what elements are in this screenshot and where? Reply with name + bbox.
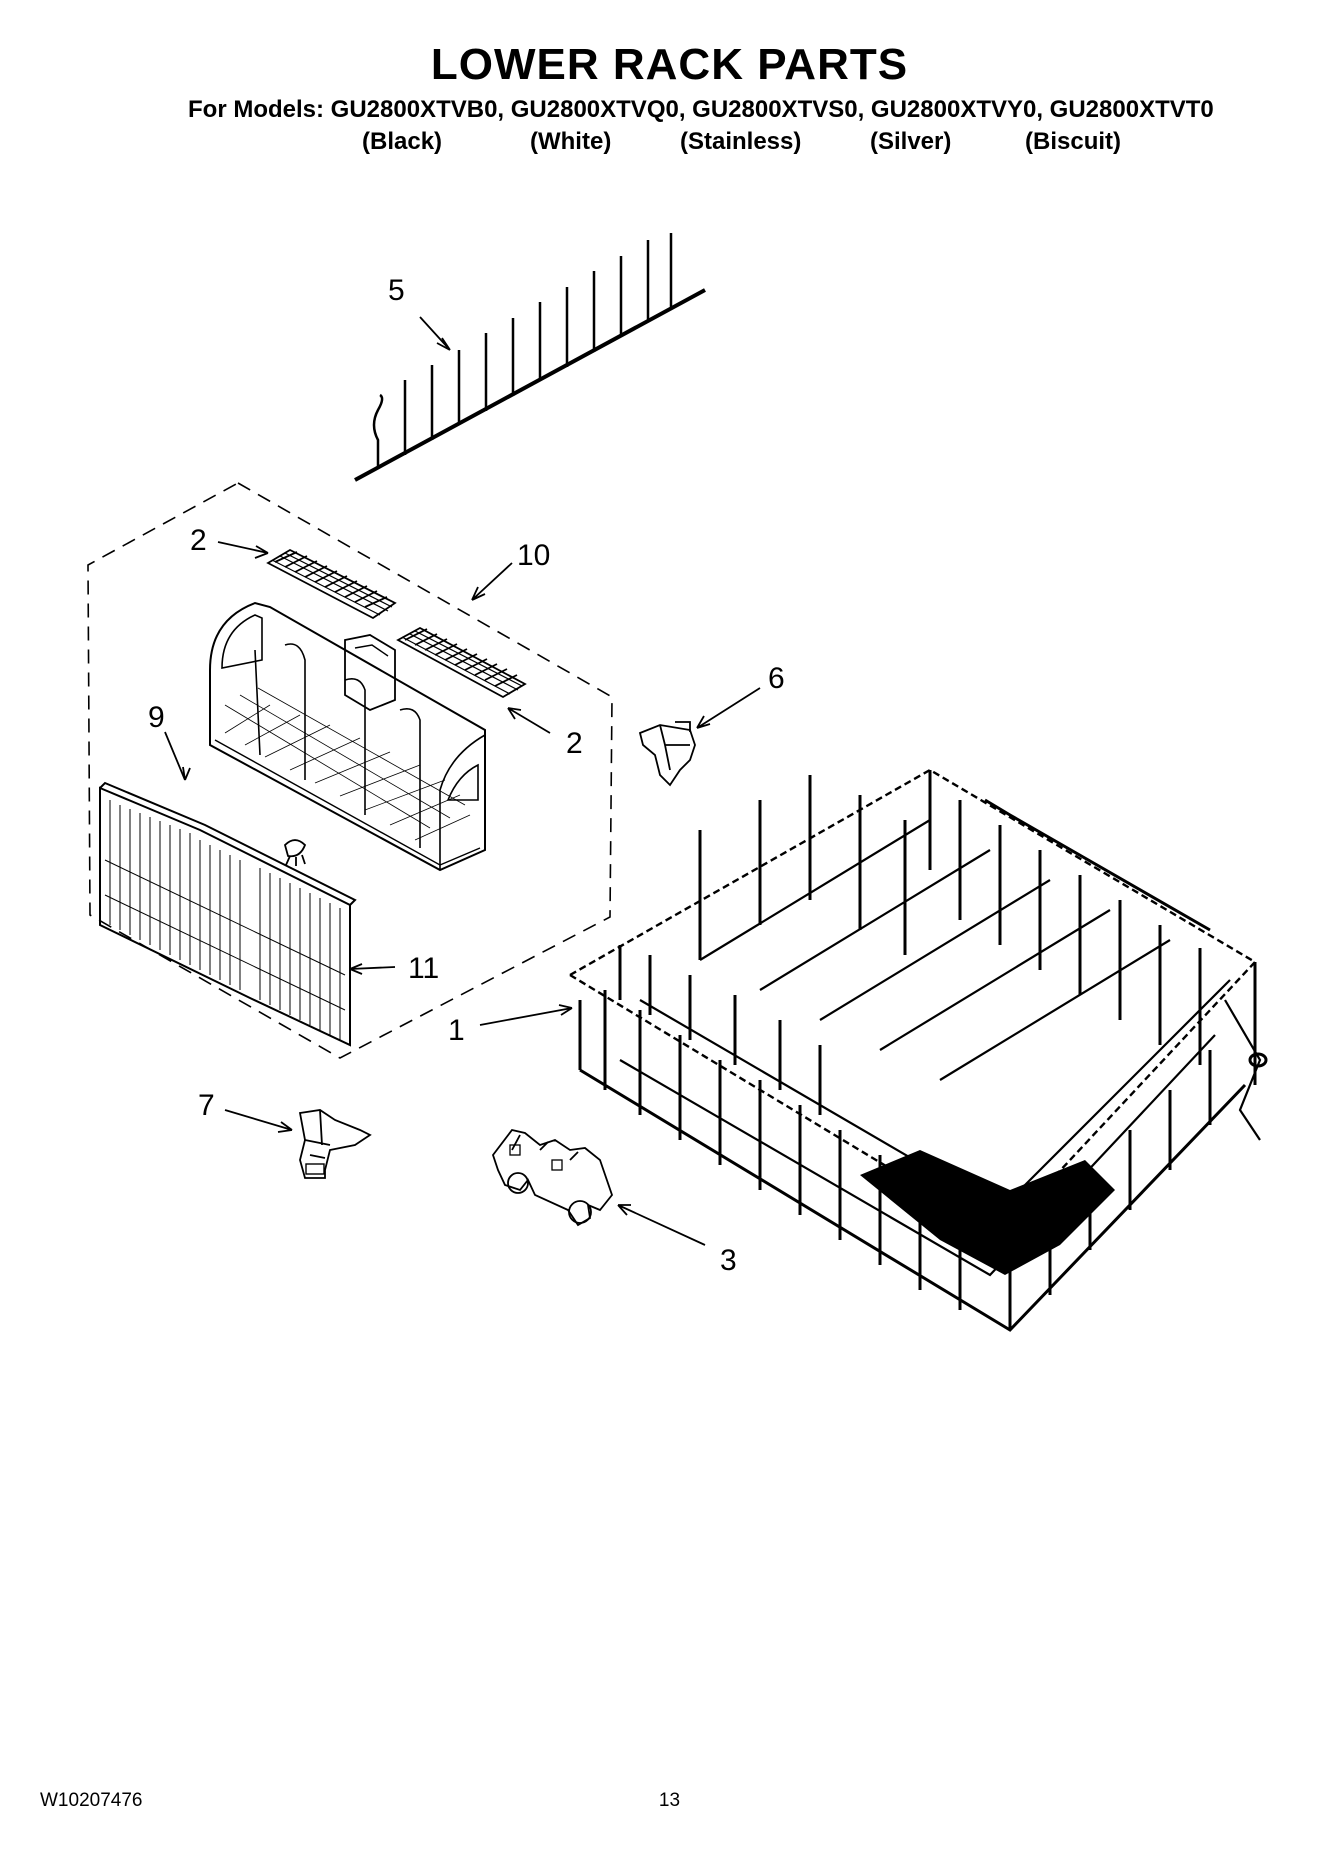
callout-2-upper: 2	[190, 524, 207, 557]
document-number: W10207476	[40, 1790, 143, 1811]
part-2-basket-lid-lower	[396, 626, 527, 699]
callout-1: 1	[448, 1014, 465, 1047]
callout-7: 7	[198, 1089, 215, 1122]
callout-9: 9	[148, 701, 165, 734]
callout-11: 11	[408, 952, 439, 985]
page-number: 13	[658, 1790, 681, 1811]
color-stainless: (Stainless)	[680, 128, 802, 155]
part-6-bracket	[638, 721, 696, 787]
color-white: (White)	[530, 128, 612, 155]
callout-5: 5	[388, 274, 405, 307]
basket-group-outline	[87, 482, 613, 1059]
color-black: (Black)	[362, 128, 443, 155]
callout-6: 6	[768, 662, 785, 695]
part-10-silverware-basket	[209, 601, 486, 872]
leader-arrows	[164, 316, 761, 1246]
page-title: LOWER RACK PARTS	[430, 40, 909, 89]
color-silver: (Silver)	[870, 128, 952, 155]
callout-3: 3	[720, 1244, 737, 1277]
models-line: For Models: GU2800XTVB0, GU2800XTVQ0, GU…	[188, 96, 1214, 123]
part-9-clip	[283, 839, 307, 866]
rack-floor-fill	[860, 1150, 1115, 1275]
callout-2-lower: 2	[566, 727, 583, 760]
part-11-basket-cover	[99, 781, 357, 1047]
color-biscuit: (Biscuit)	[1025, 128, 1121, 155]
part-3-roller-assembly	[491, 1128, 614, 1227]
part-2-basket-lid-upper	[266, 548, 397, 620]
part-1-lower-rack	[569, 768, 1268, 1332]
callout-10: 10	[517, 539, 550, 572]
part-5-tine-row	[354, 233, 706, 482]
part-7-clip	[298, 1109, 372, 1179]
